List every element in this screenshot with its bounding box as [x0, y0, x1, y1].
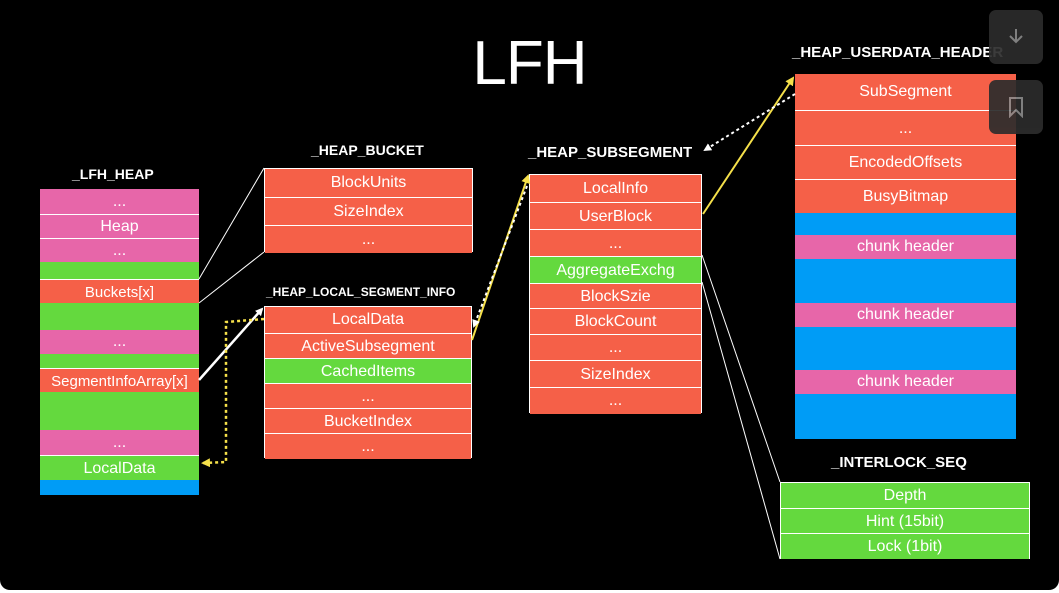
lfh-heap-row	[40, 262, 199, 279]
heap-subsegment-row: BlockCount	[530, 308, 701, 335]
lfh-heap-row: ...	[40, 189, 199, 214]
lfh-heap-row: SegmentInfoArray[x]	[40, 368, 199, 393]
userdata-header-label: _HEAP_USERDATA_HEADER	[792, 44, 1004, 61]
userdata-header-row: SubSegment	[795, 74, 1016, 110]
local-segment-info-row: LocalData	[265, 307, 471, 333]
local-segment-info-label: _HEAP_LOCAL_SEGMENT_INFO	[266, 285, 456, 299]
lfh-heap-row: ...	[40, 430, 199, 455]
userdata-header-row	[795, 259, 1016, 303]
heap-subsegment-row: ...	[530, 229, 701, 257]
local-segment-info-row: ...	[265, 433, 471, 459]
heap-bucket-row: BlockUnits	[265, 169, 472, 197]
userdata-header-row: ...	[795, 110, 1016, 146]
userdata-header-row: BusyBitmap	[795, 179, 1016, 214]
lfh-heap-row: Heap	[40, 214, 199, 239]
lfh-heap-row: Buckets[x]	[40, 279, 199, 304]
lfh-heap-row	[40, 303, 199, 330]
heap-subsegment-row: ...	[530, 387, 701, 414]
heap-bucket-label: _HEAP_BUCKET	[311, 142, 424, 158]
lfh-heap-row	[40, 392, 199, 430]
lfh-heap-struct: ... Heap ... Buckets[x] ... SegmentInfoA…	[40, 189, 199, 495]
download-button[interactable]	[989, 10, 1043, 64]
local-segment-info-struct: LocalData ActiveSubsegment CachedItems .…	[264, 306, 472, 459]
lfh-heap-row	[40, 354, 199, 368]
lfh-heap-row: LocalData	[40, 455, 199, 481]
lfh-heap-label: _LFH_HEAP	[72, 166, 154, 182]
heap-bucket-row: SizeIndex	[265, 197, 472, 226]
userdata-header-row: chunk header	[795, 235, 1016, 259]
heap-subsegment-row: AggregateExchg	[530, 256, 701, 284]
userdata-header-row: EncodedOffsets	[795, 145, 1016, 180]
arrow-localinfo	[472, 185, 528, 328]
lfh-heap-row: ...	[40, 238, 199, 263]
interlock-seq-row: Hint (15bit)	[781, 508, 1029, 534]
local-segment-info-row: BucketIndex	[265, 408, 471, 434]
local-segment-info-row: CachedItems	[265, 358, 471, 384]
arrow-activesubsegment	[471, 174, 530, 341]
local-segment-info-row: ...	[265, 383, 471, 409]
heap-subsegment-row: LocalInfo	[530, 175, 701, 202]
interlock-seq-struct: Depth Hint (15bit) Lock (1bit)	[780, 482, 1030, 559]
bookmark-icon	[1009, 97, 1023, 118]
userdata-header-row: chunk header	[795, 303, 1016, 327]
heap-subsegment-row: SizeIndex	[530, 360, 701, 388]
heap-subsegment-row: BlockSzie	[530, 283, 701, 309]
heap-bucket-row: ...	[265, 225, 472, 253]
download-icon	[1009, 29, 1023, 44]
lfh-heap-row: ...	[40, 330, 199, 354]
connector-line	[701, 281, 781, 560]
lfh-heap-row	[40, 480, 199, 495]
userdata-header-row	[795, 394, 1016, 439]
local-segment-info-row: ActiveSubsegment	[265, 333, 471, 359]
interlock-seq-row: Lock (1bit)	[781, 533, 1029, 559]
heap-subsegment-row: UserBlock	[530, 202, 701, 230]
heap-subsegment-label: _HEAP_SUBSEGMENT	[528, 144, 693, 161]
userdata-header-row	[795, 213, 1016, 235]
heap-bucket-struct: BlockUnits SizeIndex ...	[264, 168, 473, 253]
bookmark-button[interactable]	[989, 80, 1043, 134]
connector-line	[198, 167, 265, 280]
connector-line	[701, 254, 781, 483]
interlock-seq-row: Depth	[781, 483, 1029, 508]
userdata-header-struct: SubSegment ... EncodedOffsets BusyBitmap…	[795, 74, 1016, 439]
arrow-localdata	[201, 317, 265, 468]
heap-subsegment-struct: LocalInfo UserBlock ... AggregateExchg B…	[529, 174, 702, 414]
interlock-seq-label: _INTERLOCK_SEQ	[831, 454, 967, 471]
slide-title: LFH	[472, 29, 587, 98]
userdata-header-row: chunk header	[795, 370, 1016, 394]
heap-subsegment-row: ...	[530, 334, 701, 361]
arrow-subsegment	[703, 93, 796, 152]
userdata-header-row	[795, 327, 1016, 370]
arrow-segmentinfo	[198, 307, 264, 381]
connector-line	[198, 251, 265, 304]
